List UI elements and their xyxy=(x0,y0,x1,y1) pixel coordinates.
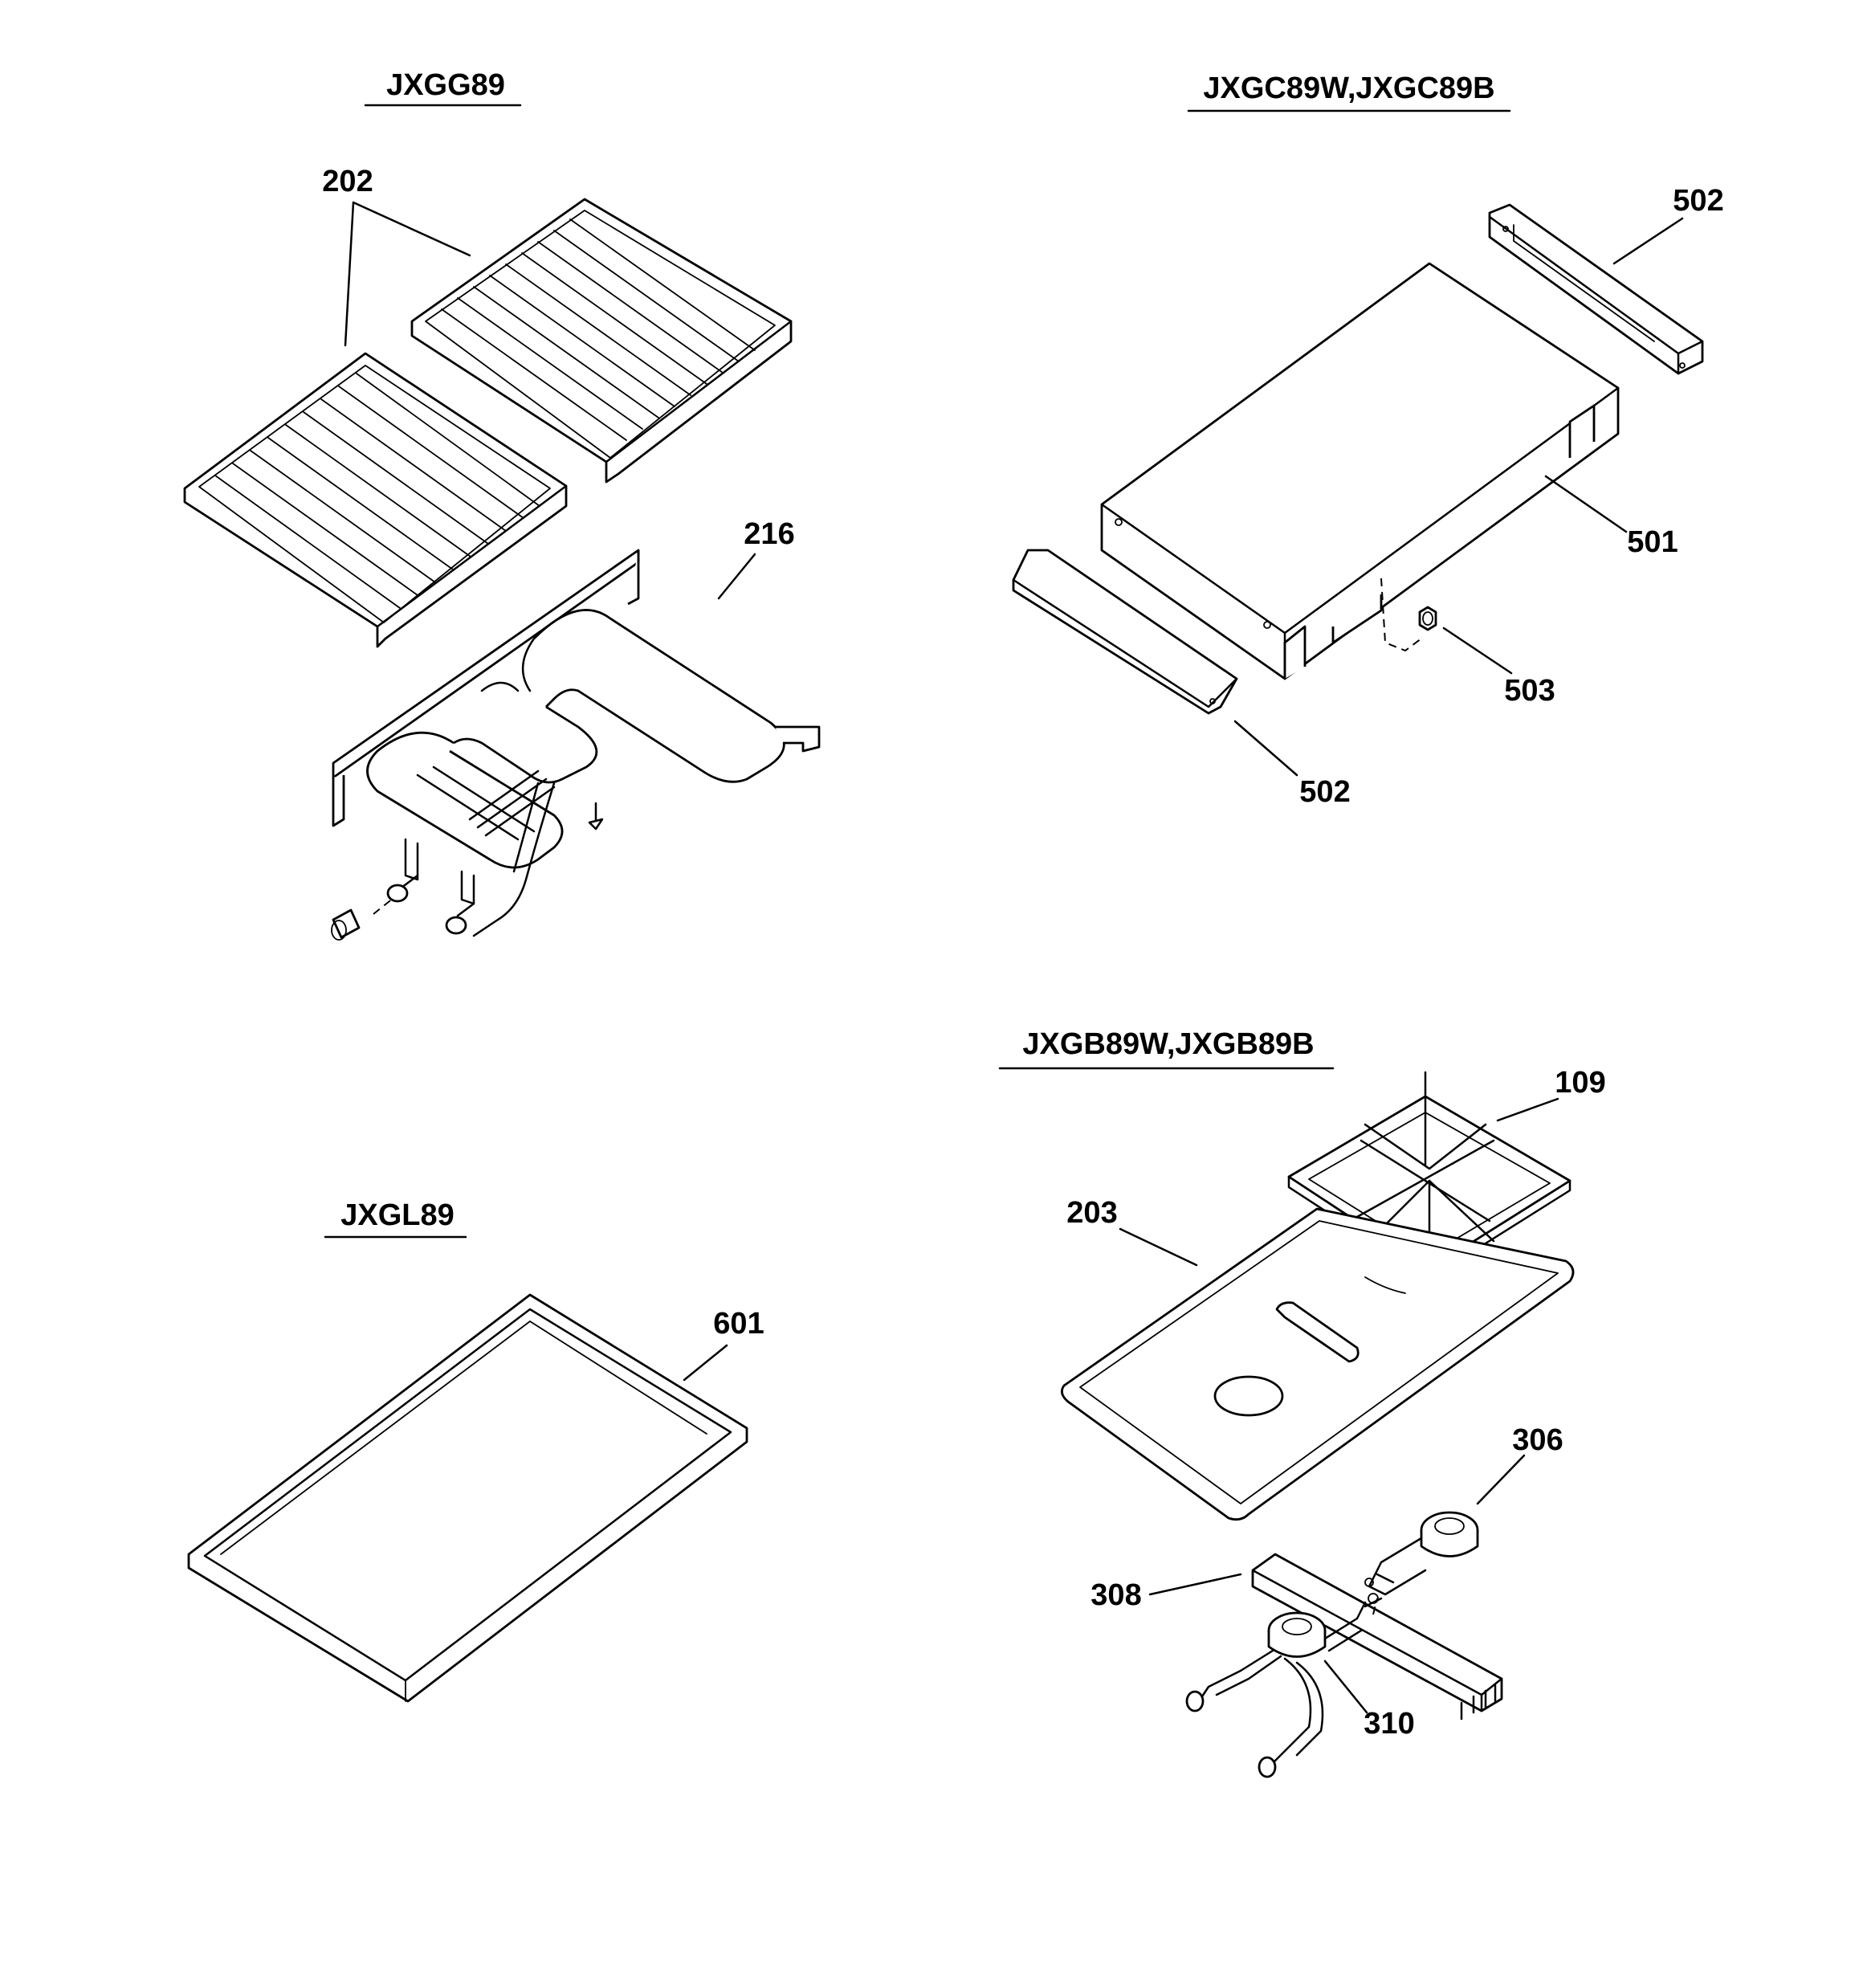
grill-grate-rear xyxy=(410,198,793,484)
section-griddle-title: JXGC89W,JXGC89B xyxy=(1187,71,1511,112)
label-310: 310 xyxy=(1323,1659,1415,1741)
label-306: 306 xyxy=(1476,1423,1563,1505)
label-216: 216 xyxy=(717,517,795,600)
griddle-foot xyxy=(1380,578,1437,652)
grill-grate-front xyxy=(183,352,568,648)
label-502b-text: 502 xyxy=(1299,775,1350,809)
label-501-text: 501 xyxy=(1627,525,1678,559)
label-203: 203 xyxy=(1066,1196,1198,1267)
label-202-text: 202 xyxy=(322,165,373,198)
label-109-text: 109 xyxy=(1555,1066,1605,1100)
label-308-text: 308 xyxy=(1090,1578,1141,1612)
burner-assembly xyxy=(1185,1511,1503,1778)
section-burner-title: JXGB89W,JXGB89B xyxy=(998,1027,1335,1070)
title-jxgl89: JXGL89 xyxy=(340,1198,455,1232)
label-601: 601 xyxy=(683,1307,764,1382)
label-502a-text: 502 xyxy=(1673,184,1723,218)
label-601-text: 601 xyxy=(713,1307,764,1341)
label-503: 503 xyxy=(1442,627,1555,708)
wok-tray xyxy=(187,1293,748,1703)
title-jxgg89: JXGG89 xyxy=(386,68,505,102)
label-502-top: 502 xyxy=(1612,184,1724,265)
griddle-trim-rear xyxy=(1488,203,1704,375)
griddle-plate xyxy=(1100,262,1620,680)
label-501: 501 xyxy=(1544,475,1678,559)
label-308: 308 xyxy=(1090,1573,1242,1612)
label-306-text: 306 xyxy=(1512,1423,1563,1457)
label-310-text: 310 xyxy=(1364,1707,1414,1741)
section-grill-title: JXGG89 xyxy=(364,68,522,107)
label-502-bottom: 502 xyxy=(1233,720,1351,809)
burner-drip-pan xyxy=(1061,1207,1575,1521)
label-216-text: 216 xyxy=(744,517,794,551)
label-503-text: 503 xyxy=(1504,674,1555,708)
label-202: 202 xyxy=(322,165,471,347)
title-jxgc89: JXGC89W,JXGC89B xyxy=(1203,71,1494,105)
griddle-trim-front xyxy=(1012,549,1238,715)
label-203-text: 203 xyxy=(1066,1196,1117,1230)
title-jxgb89: JXGB89W,JXGB89B xyxy=(1022,1027,1314,1061)
grill-burner-assembly xyxy=(331,549,821,941)
label-109: 109 xyxy=(1496,1066,1606,1122)
section-wok-title: JXGL89 xyxy=(324,1198,467,1239)
